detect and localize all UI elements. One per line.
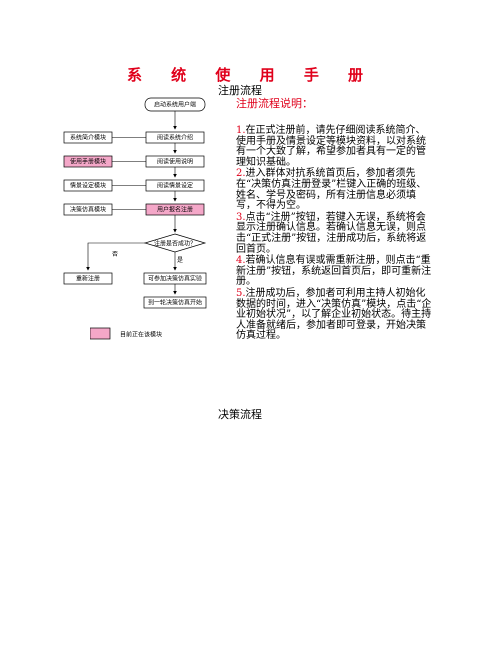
register-step: 5.注册成功后，参加者可利用主持人初始化数据的时间，进入“决策仿真”模块，点击“… [236,287,432,342]
document-title: 系 统 使 用 手 册 [126,66,376,84]
svg-text:到一轮决策仿真开始: 到一轮决策仿真开始 [148,299,202,307]
svg-text:阅读系统介绍: 阅读系统介绍 [157,134,193,142]
svg-text:阅读情景设定: 阅读情景设定 [157,182,193,190]
legend-label: 目前正在该模块 [120,331,162,339]
svg-text:可参加决策仿真实验: 可参加决策仿真实验 [148,275,202,283]
svg-text:系统简介模块: 系统简介模块 [70,134,106,142]
svg-text:用户报名注册: 用户报名注册 [157,206,193,214]
flow-no-label: 否 [112,251,118,258]
flow-yes-label: 是 [177,257,183,264]
flow-legend: 目前正在该模块 [90,327,162,340]
flow-start-label: 启动系统用户端 [154,101,196,109]
register-step: 2.进入群体对抗系统首页后，参加者须先在“决策仿真注册登录”栏键入正确的班级、姓… [236,168,427,212]
svg-text:阅读使用说明: 阅读使用说明 [157,158,193,166]
register-subheading: 注册流程说明： [236,97,313,110]
svg-text:重新注册: 重新注册 [76,275,100,283]
svg-text:使用手册模块: 使用手册模块 [70,158,106,166]
svg-text:决策仿真模块: 决策仿真模块 [70,206,106,214]
svg-text:注册是否成功？: 注册是否成功？ [154,240,196,248]
decision-heading: 决策流程 [218,408,262,421]
register-step: 3.点击“注册”按钮，若键入无误，系统将会显示注册确认信息。若确认信息无误，则点… [236,211,427,255]
flow-next-node [143,296,207,309]
register-step: 4.若确认信息有误或需重新注册，则点击“重新注册”按钮，系统返回首页后，即可重新… [236,255,432,288]
register-step: 1.在正式注册前，请先仔细阅读系统简介、使用手册及情景设定等模块资料，以对系统有… [236,125,426,168]
register-steps: 1.在正式注册前，请先仔细阅读系统简介、使用手册及情景设定等模块资料，以对系统有… [236,125,432,343]
legend-swatch [90,327,111,340]
svg-text:情景设定模块: 情景设定模块 [70,182,106,190]
register-heading: 注册流程 [218,84,262,97]
registration-flowchart: 启动系统用户端 阅读系统介绍 阅读使用说明 阅读情景设定 用户报名注册 系统简介… [63,97,207,309]
flow-retry-node [63,272,113,285]
